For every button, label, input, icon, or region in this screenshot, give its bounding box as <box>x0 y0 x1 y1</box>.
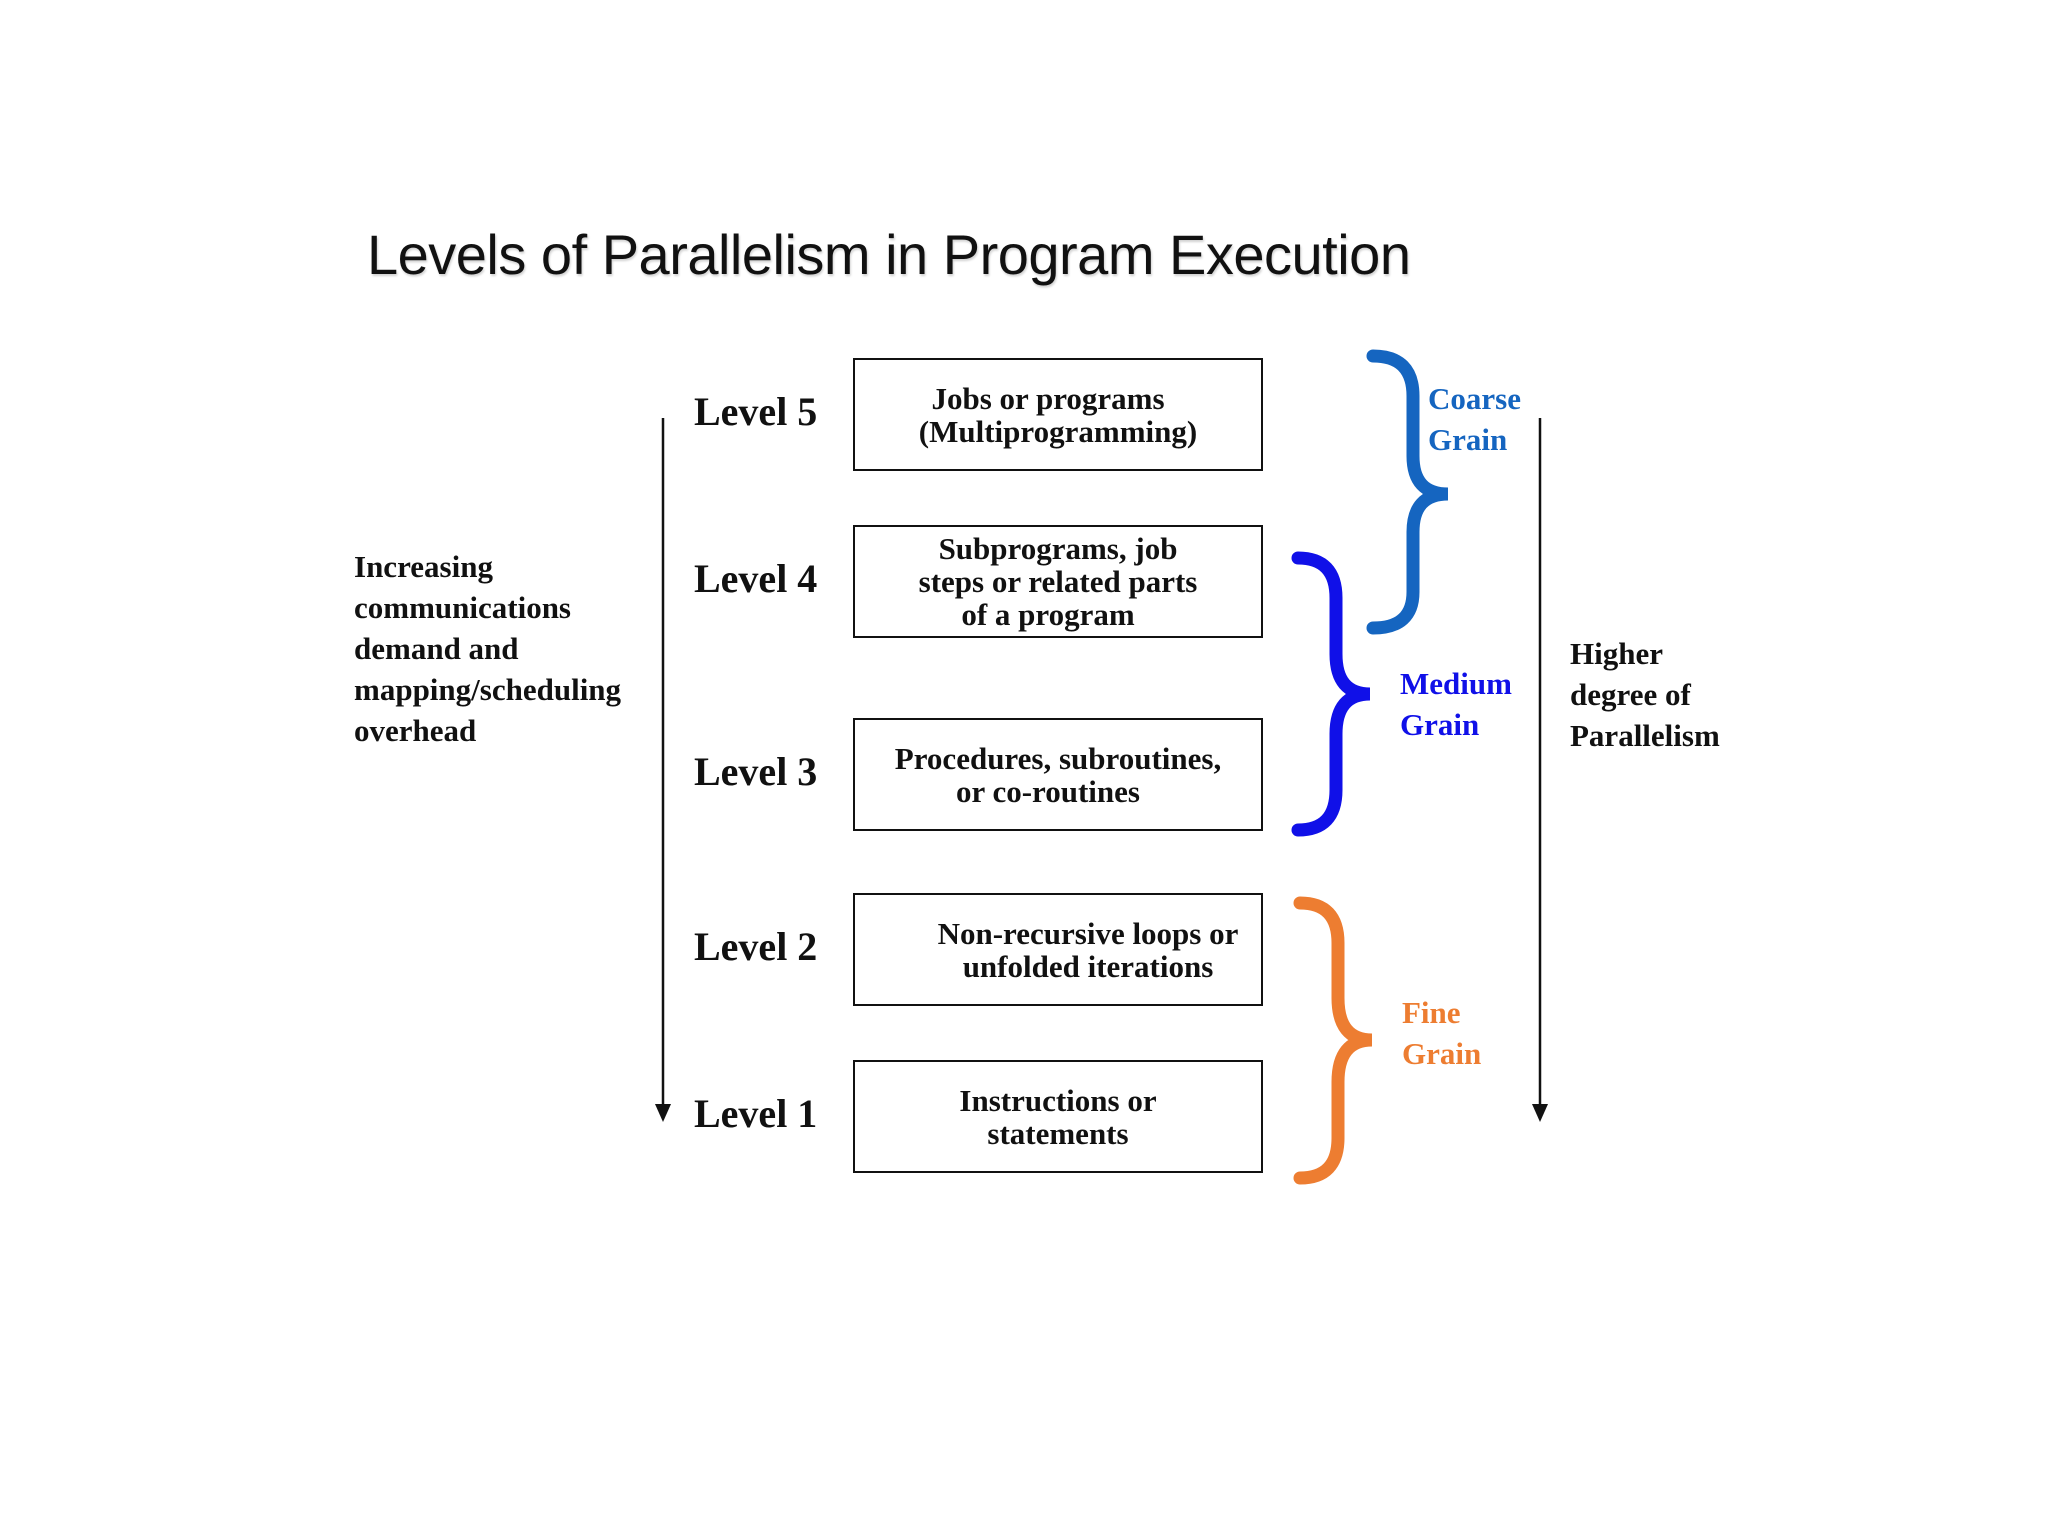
level-2-box: Non-recursive loops or unfolded iteratio… <box>853 893 1263 1006</box>
medium-grain-label-line: Medium <box>1400 666 1512 701</box>
level-1-box-line: Instructions or <box>959 1082 1157 1118</box>
level-5-box-line: (Multiprogramming) <box>918 413 1198 449</box>
medium-grain-brace <box>1291 551 1371 837</box>
overhead-note-line: demand and <box>354 631 519 666</box>
level-1-label: Level 1 <box>694 1091 818 1136</box>
parallelism-note: Higher degree of Parallelism <box>1570 633 1720 756</box>
medium-grain-label-line: Grain <box>1400 707 1480 742</box>
overhead-note-line: Increasing <box>354 549 493 584</box>
level-4-box-line: steps or related parts <box>918 564 1198 599</box>
level-2-box-line: Non-recursive loops or <box>937 915 1239 951</box>
parallelism-note-line: Parallelism <box>1570 718 1720 753</box>
level-3-box-line: Procedures, subroutines, <box>894 740 1222 776</box>
parallelism-note-line: degree of <box>1570 677 1691 712</box>
level-3-box: Procedures, subroutines, or co-routines <box>853 718 1263 831</box>
overhead-note-line: communications <box>354 590 571 625</box>
coarse-grain-label-line: Grain <box>1428 422 1508 457</box>
level-5-box-line: Jobs or programs <box>931 380 1165 416</box>
overhead-note-line: mapping/scheduling <box>354 672 622 707</box>
level-3-label: Level 3 <box>694 749 818 794</box>
level-4-label: Level 4 <box>694 556 818 601</box>
left-arrow-head <box>655 1104 671 1122</box>
fine-grain-brace <box>1293 896 1373 1185</box>
fine-grain-label-line: Fine <box>1402 995 1461 1030</box>
overhead-note: Increasing communications demand and map… <box>354 546 684 751</box>
medium-grain-label: Medium Grain <box>1400 663 1512 745</box>
coarse-grain-label: Coarse Grain <box>1428 378 1521 460</box>
page-title: Levels of Parallelism in Program Executi… <box>367 223 1411 286</box>
level-1-box: Instructions or statements <box>853 1060 1263 1173</box>
fine-grain-label-line: Grain <box>1402 1036 1482 1071</box>
coarse-grain-brace <box>1366 349 1449 635</box>
overhead-note-line: overhead <box>354 713 477 748</box>
coarse-grain-label-line: Coarse <box>1428 381 1521 416</box>
level-1-box-line: statements <box>987 1115 1129 1151</box>
level-5-label: Level 5 <box>694 389 818 434</box>
level-3-box-line: or co-routines <box>956 773 1140 809</box>
level-5-box: Jobs or programs (Multiprogramming) <box>853 358 1263 471</box>
level-2-label: Level 2 <box>694 924 818 969</box>
fine-grain-label: Fine Grain <box>1402 992 1481 1074</box>
level-2-box-line: unfolded iterations <box>962 948 1214 984</box>
parallelism-note-line: Higher <box>1570 636 1663 671</box>
level-4-box-line: Subprograms, job <box>938 531 1178 566</box>
right-arrow-head <box>1532 1104 1548 1122</box>
level-4-box: Subprograms, job steps or related parts … <box>853 525 1263 638</box>
level-4-box-line: of a program <box>961 597 1135 632</box>
